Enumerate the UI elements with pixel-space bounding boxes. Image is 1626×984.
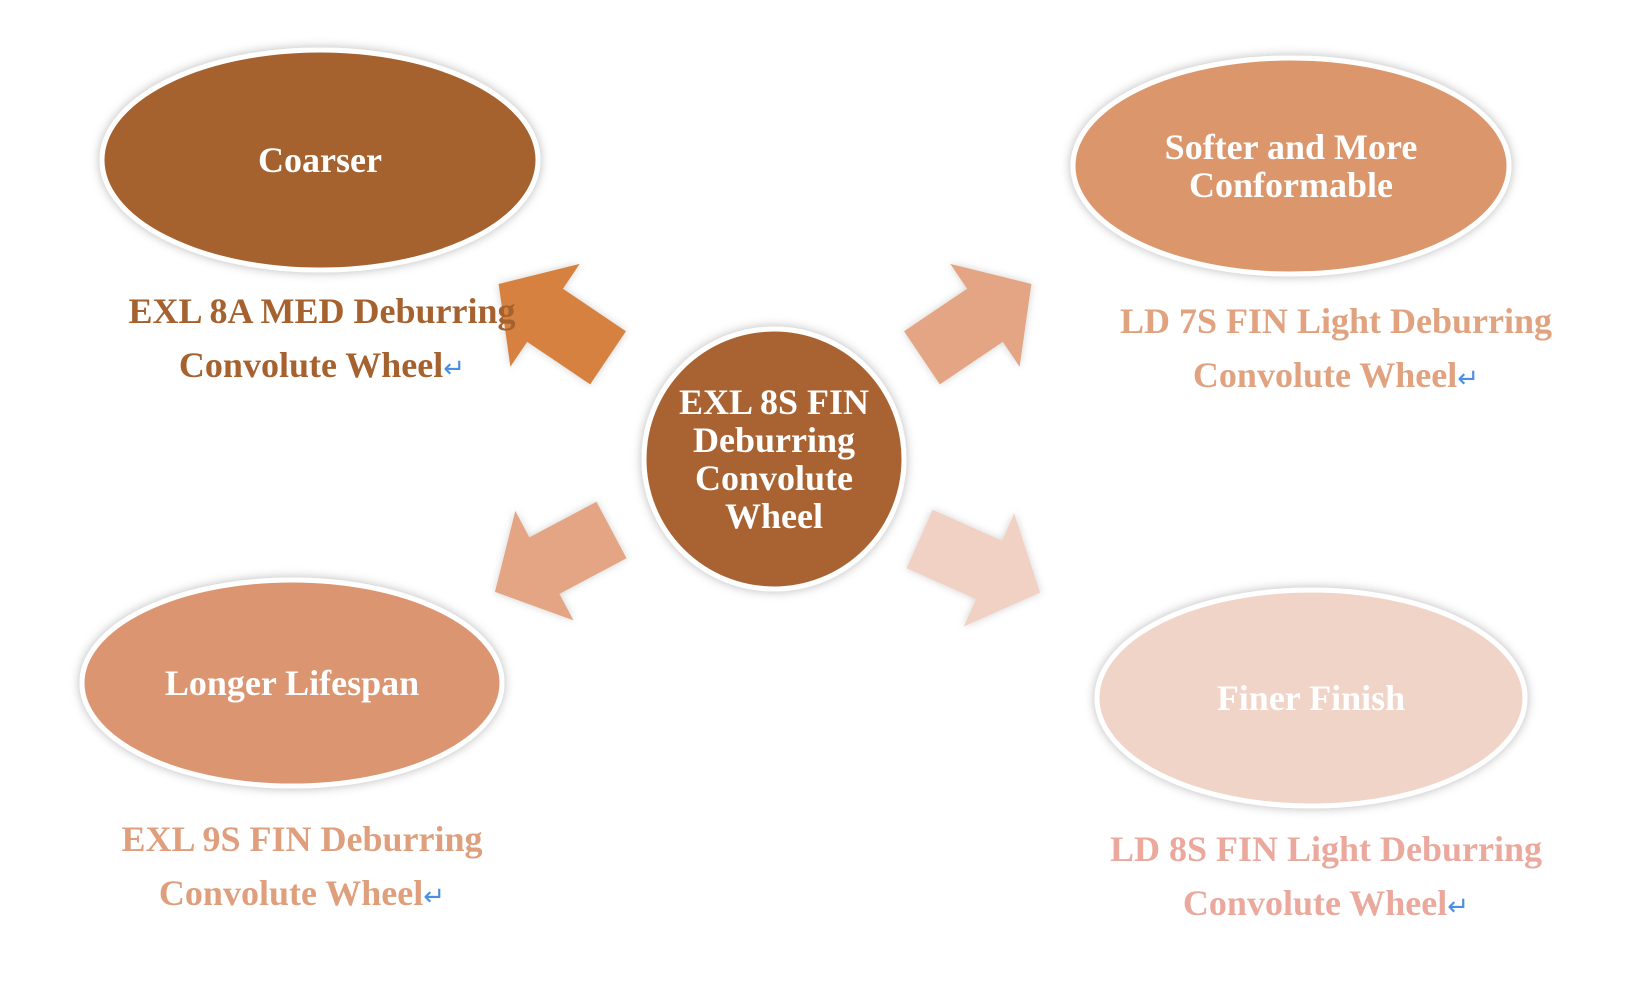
node-lifespan-label: Longer Lifespan <box>112 633 472 733</box>
return-mark-icon: ↵ <box>1447 892 1470 922</box>
caption-softer-line2-text: Convolute Wheel <box>1192 355 1458 395</box>
node-lifespan-ellipse <box>79 577 505 789</box>
node-lifespan-text: Longer Lifespan <box>164 663 420 703</box>
caption-finer: LD 8S FIN Light Deburring Convolute Whee… <box>1056 822 1596 934</box>
node-coarser-text: Coarser <box>258 140 382 180</box>
arrow-to-lifespan <box>494 501 627 621</box>
caption-coarser-line2: Convolute Wheel↵ <box>62 338 582 396</box>
arrow-to-coarser <box>498 263 626 385</box>
node-finer-label: Finer Finish <box>1131 648 1491 748</box>
caption-softer-line1: LD 7S FIN Light Deburring <box>1119 301 1553 341</box>
node-softer-text: Softer and More Conformable <box>1164 127 1418 205</box>
node-softer-label: Softer and More Conformable <box>1111 116 1471 216</box>
caption-softer: LD 7S FIN Light Deburring Convolute Whee… <box>1066 294 1606 406</box>
caption-lifespan-line1: EXL 9S FIN Deburring <box>121 819 483 859</box>
caption-coarser: EXL 8A MED Deburring Convolute Wheel↵ <box>62 284 582 396</box>
node-finer-ellipse <box>1094 587 1528 809</box>
return-mark-icon: ↵ <box>443 354 466 384</box>
caption-softer-line2: Convolute Wheel↵ <box>1066 348 1606 406</box>
caption-coarser-line2-text: Convolute Wheel <box>178 345 444 385</box>
center-node-label: EXL 8S FIN Deburring Convolute Wheel <box>674 339 874 579</box>
return-mark-icon: ↵ <box>1457 364 1480 394</box>
node-coarser-label: Coarser <box>140 110 500 210</box>
node-coarser-ellipse <box>99 47 541 273</box>
arrow-to-finer <box>906 509 1041 627</box>
caption-finer-line2: Convolute Wheel↵ <box>1056 876 1596 934</box>
caption-finer-line2-text: Convolute Wheel <box>1182 883 1448 923</box>
center-node-circle <box>641 326 907 592</box>
caption-lifespan-line2: Convolute Wheel↵ <box>42 866 562 924</box>
node-finer-text: Finer Finish <box>1216 678 1406 718</box>
caption-lifespan-line2-text: Convolute Wheel <box>158 873 424 913</box>
caption-coarser-line1: EXL 8A MED Deburring <box>128 291 516 331</box>
node-softer-ellipse <box>1070 55 1512 277</box>
caption-lifespan: EXL 9S FIN Deburring Convolute Wheel↵ <box>42 812 562 924</box>
arrow-to-softer <box>904 263 1032 385</box>
caption-finer-line1: LD 8S FIN Light Deburring <box>1109 829 1543 869</box>
center-node-text: EXL 8S FIN Deburring Convolute Wheel <box>678 382 870 536</box>
return-mark-icon: ↵ <box>423 882 446 912</box>
